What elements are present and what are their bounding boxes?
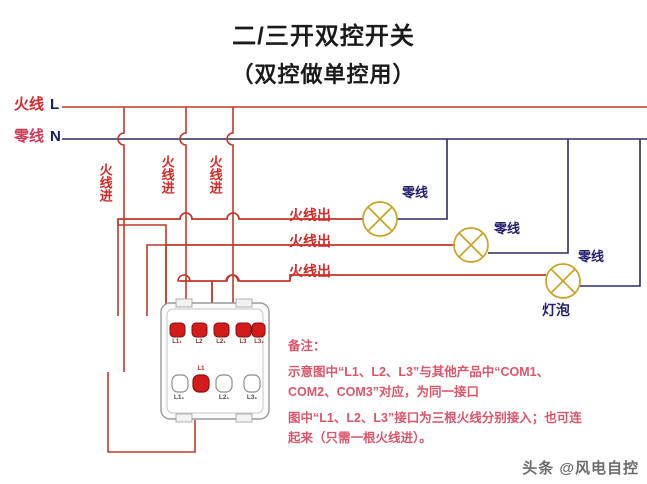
terminal-label-bottom-1: L1₁ <box>173 394 185 401</box>
terminal-label-top-5: L3₁ <box>254 339 264 345</box>
switch-top-terminals[interactable] <box>169 322 266 338</box>
live-bus-letter: L <box>50 96 60 113</box>
terminal-label-bottom-3: L3₁ <box>246 394 258 401</box>
button-l1[interactable] <box>171 374 189 393</box>
active-button-label: L1 <box>197 366 205 372</box>
live-out-label-2: 火线出 <box>289 233 331 249</box>
page-subtitle: （双控做单控用） <box>231 62 416 87</box>
terminal-top-5[interactable] <box>251 322 266 338</box>
lamp-1 <box>362 201 398 237</box>
live-out-label-3: 火线出 <box>289 263 331 279</box>
switch-mount-ear-bottom-right <box>235 413 253 423</box>
neutral-label-1: 零线 <box>402 185 429 200</box>
button-l1-active[interactable] <box>192 374 210 393</box>
page-title: 二/三开双控开关 <box>232 23 415 50</box>
note-block: 备注： 示意图中“L1、L2、L3”与其他产品中“COM1、COM2、COM3”… <box>288 337 588 455</box>
live-in-text-1: 火线进 <box>97 163 113 202</box>
terminal-top-1[interactable] <box>169 322 186 338</box>
terminal-label-top-3: L2₁ <box>216 339 226 345</box>
neutral-drop-group <box>397 139 641 287</box>
live-in-label-2: 火线进 <box>159 155 175 194</box>
terminal-label-top-2: L2 <box>195 339 203 345</box>
terminal-top-2[interactable] <box>191 322 208 338</box>
neutral-bus-label: 零线 N <box>14 129 61 145</box>
terminal-top-3[interactable] <box>213 322 230 338</box>
note-paragraph-2: 图中“L1、L2、L3”接口为三根火线分别接入；也可连起来（只需一根火线进）。 <box>288 411 582 445</box>
switch-mount-ear-bottom-left <box>175 413 193 423</box>
live-out-paths <box>117 212 546 316</box>
live-in-text-3: 火线进 <box>207 155 223 194</box>
terminal-label-bottom-2: L2₁ <box>218 394 230 401</box>
live-drop-group <box>117 107 234 372</box>
lamp-2 <box>453 227 489 263</box>
lamp-3 <box>545 263 581 299</box>
live-bus-text: 火线 <box>14 96 45 113</box>
button-l3[interactable] <box>243 374 261 393</box>
live-in-label-1: 火线进 <box>97 163 113 202</box>
neutral-bus-letter: N <box>50 128 61 145</box>
live-bus-label: 火线 L <box>14 97 59 113</box>
watermark: 头条 @风电自控 <box>522 460 639 477</box>
switch-bottom-buttons[interactable] <box>171 374 261 393</box>
bulb-label: 灯泡 <box>542 302 570 318</box>
note-paragraph-1: 示意图中“L1、L2、L3”与其他产品中“COM1、COM2、COM3”对应，为… <box>288 365 550 399</box>
button-l2[interactable] <box>215 374 233 393</box>
terminal-top-4[interactable] <box>235 322 252 338</box>
switch-mount-ear-top-right <box>235 298 253 308</box>
neutral-label-3: 零线 <box>578 249 605 264</box>
live-in-label-3: 火线进 <box>207 155 223 194</box>
neutral-label-2: 零线 <box>494 221 521 236</box>
switch-mount-ear-top-left <box>175 298 193 308</box>
note-heading: 备注： <box>288 339 326 353</box>
live-out-label-1: 火线出 <box>289 207 331 223</box>
switch-return-wire <box>107 372 196 453</box>
live-in-text-2: 火线进 <box>159 155 175 194</box>
lamp-group <box>362 201 581 299</box>
neutral-bus-text: 零线 <box>14 128 45 145</box>
switch-module[interactable] <box>160 298 270 423</box>
terminal-label-top-4: L3 <box>239 339 247 345</box>
terminal-label-top-1: L1₁ <box>172 339 182 345</box>
